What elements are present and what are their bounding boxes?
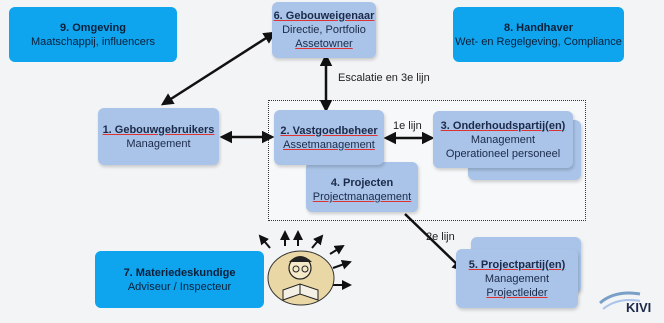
node-title: 7. Materiedeskundige — [123, 266, 236, 279]
node-line: Assetmanagement — [283, 138, 375, 151]
ray-arrow — [258, 234, 271, 249]
ray-arrow — [329, 244, 345, 255]
node-line: Adviseur / Inspecteur — [127, 280, 232, 293]
node-title: 4. Projecten — [330, 177, 394, 189]
kivi-logo-icon — [599, 291, 641, 310]
node-title: 8. Handhaver — [503, 21, 574, 34]
node-line: Management — [470, 133, 536, 146]
node-title: 9. Omgeving — [59, 21, 127, 34]
kivi-logo: KIVI — [626, 300, 652, 315]
node-onderhoudspartijen: 3. Onderhoudspartij(en) Management Opera… — [433, 111, 573, 168]
node-projectpartijen: 5. Projectpartij(en) Management Projectl… — [456, 249, 578, 308]
node-title: 1. Gebouwgebruikers — [102, 123, 215, 136]
arrow-gebruikers-eigenaar — [160, 31, 277, 106]
node-line: Directie, Portfolio — [282, 24, 366, 36]
node-line: Projectmanagement — [312, 191, 412, 203]
node-materiedeskundige: 7. Materiedeskundige Adviseur / Inspecte… — [95, 251, 264, 308]
node-title: 3. Onderhoudspartij(en) — [440, 119, 566, 132]
node-line: Operationeel personeel — [445, 147, 561, 160]
node-line: Management — [484, 272, 550, 285]
node-line: Projectleider — [486, 286, 548, 299]
node-title: 6. Gebouweigenaar — [273, 10, 375, 22]
node-line: Assetowner — [295, 38, 353, 50]
node-projecten: 4. Projecten Projectmanagement — [306, 162, 418, 212]
node-gebouwgebruikers: 1. Gebouwgebruikers Management — [98, 108, 219, 165]
label-escalatie: Escalatie en 3e lijn — [338, 72, 430, 84]
ray-arrow — [311, 234, 324, 249]
label-lijn2: 2e lijn — [426, 231, 455, 243]
node-line: Management — [126, 137, 191, 150]
node-title: 5. Projectpartij(en) — [468, 258, 566, 271]
ray-arrow — [332, 259, 352, 270]
expert-figure-icon — [267, 250, 335, 306]
node-handhaver: 8. Handhaver Wet- en Regelgeving, Compli… — [453, 7, 624, 62]
node-title: 2. Vastgoedbeheer — [280, 124, 378, 137]
label-lijn1: 1e lijn — [393, 120, 422, 132]
node-gebouweigenaar: 6. Gebouweigenaar Directie, Portfolio As… — [272, 2, 376, 58]
arrow-projecten-projectpartij — [404, 213, 465, 272]
node-line: Maatschappij, influencers — [30, 35, 156, 48]
node-vastgoedbeheer: 2. Vastgoedbeheer Assetmanagement — [274, 110, 384, 165]
node-omgeving: 9. Omgeving Maatschappij, influencers — [9, 7, 177, 62]
node-line: Wet- en Regelgeving, Compliance — [455, 35, 622, 48]
